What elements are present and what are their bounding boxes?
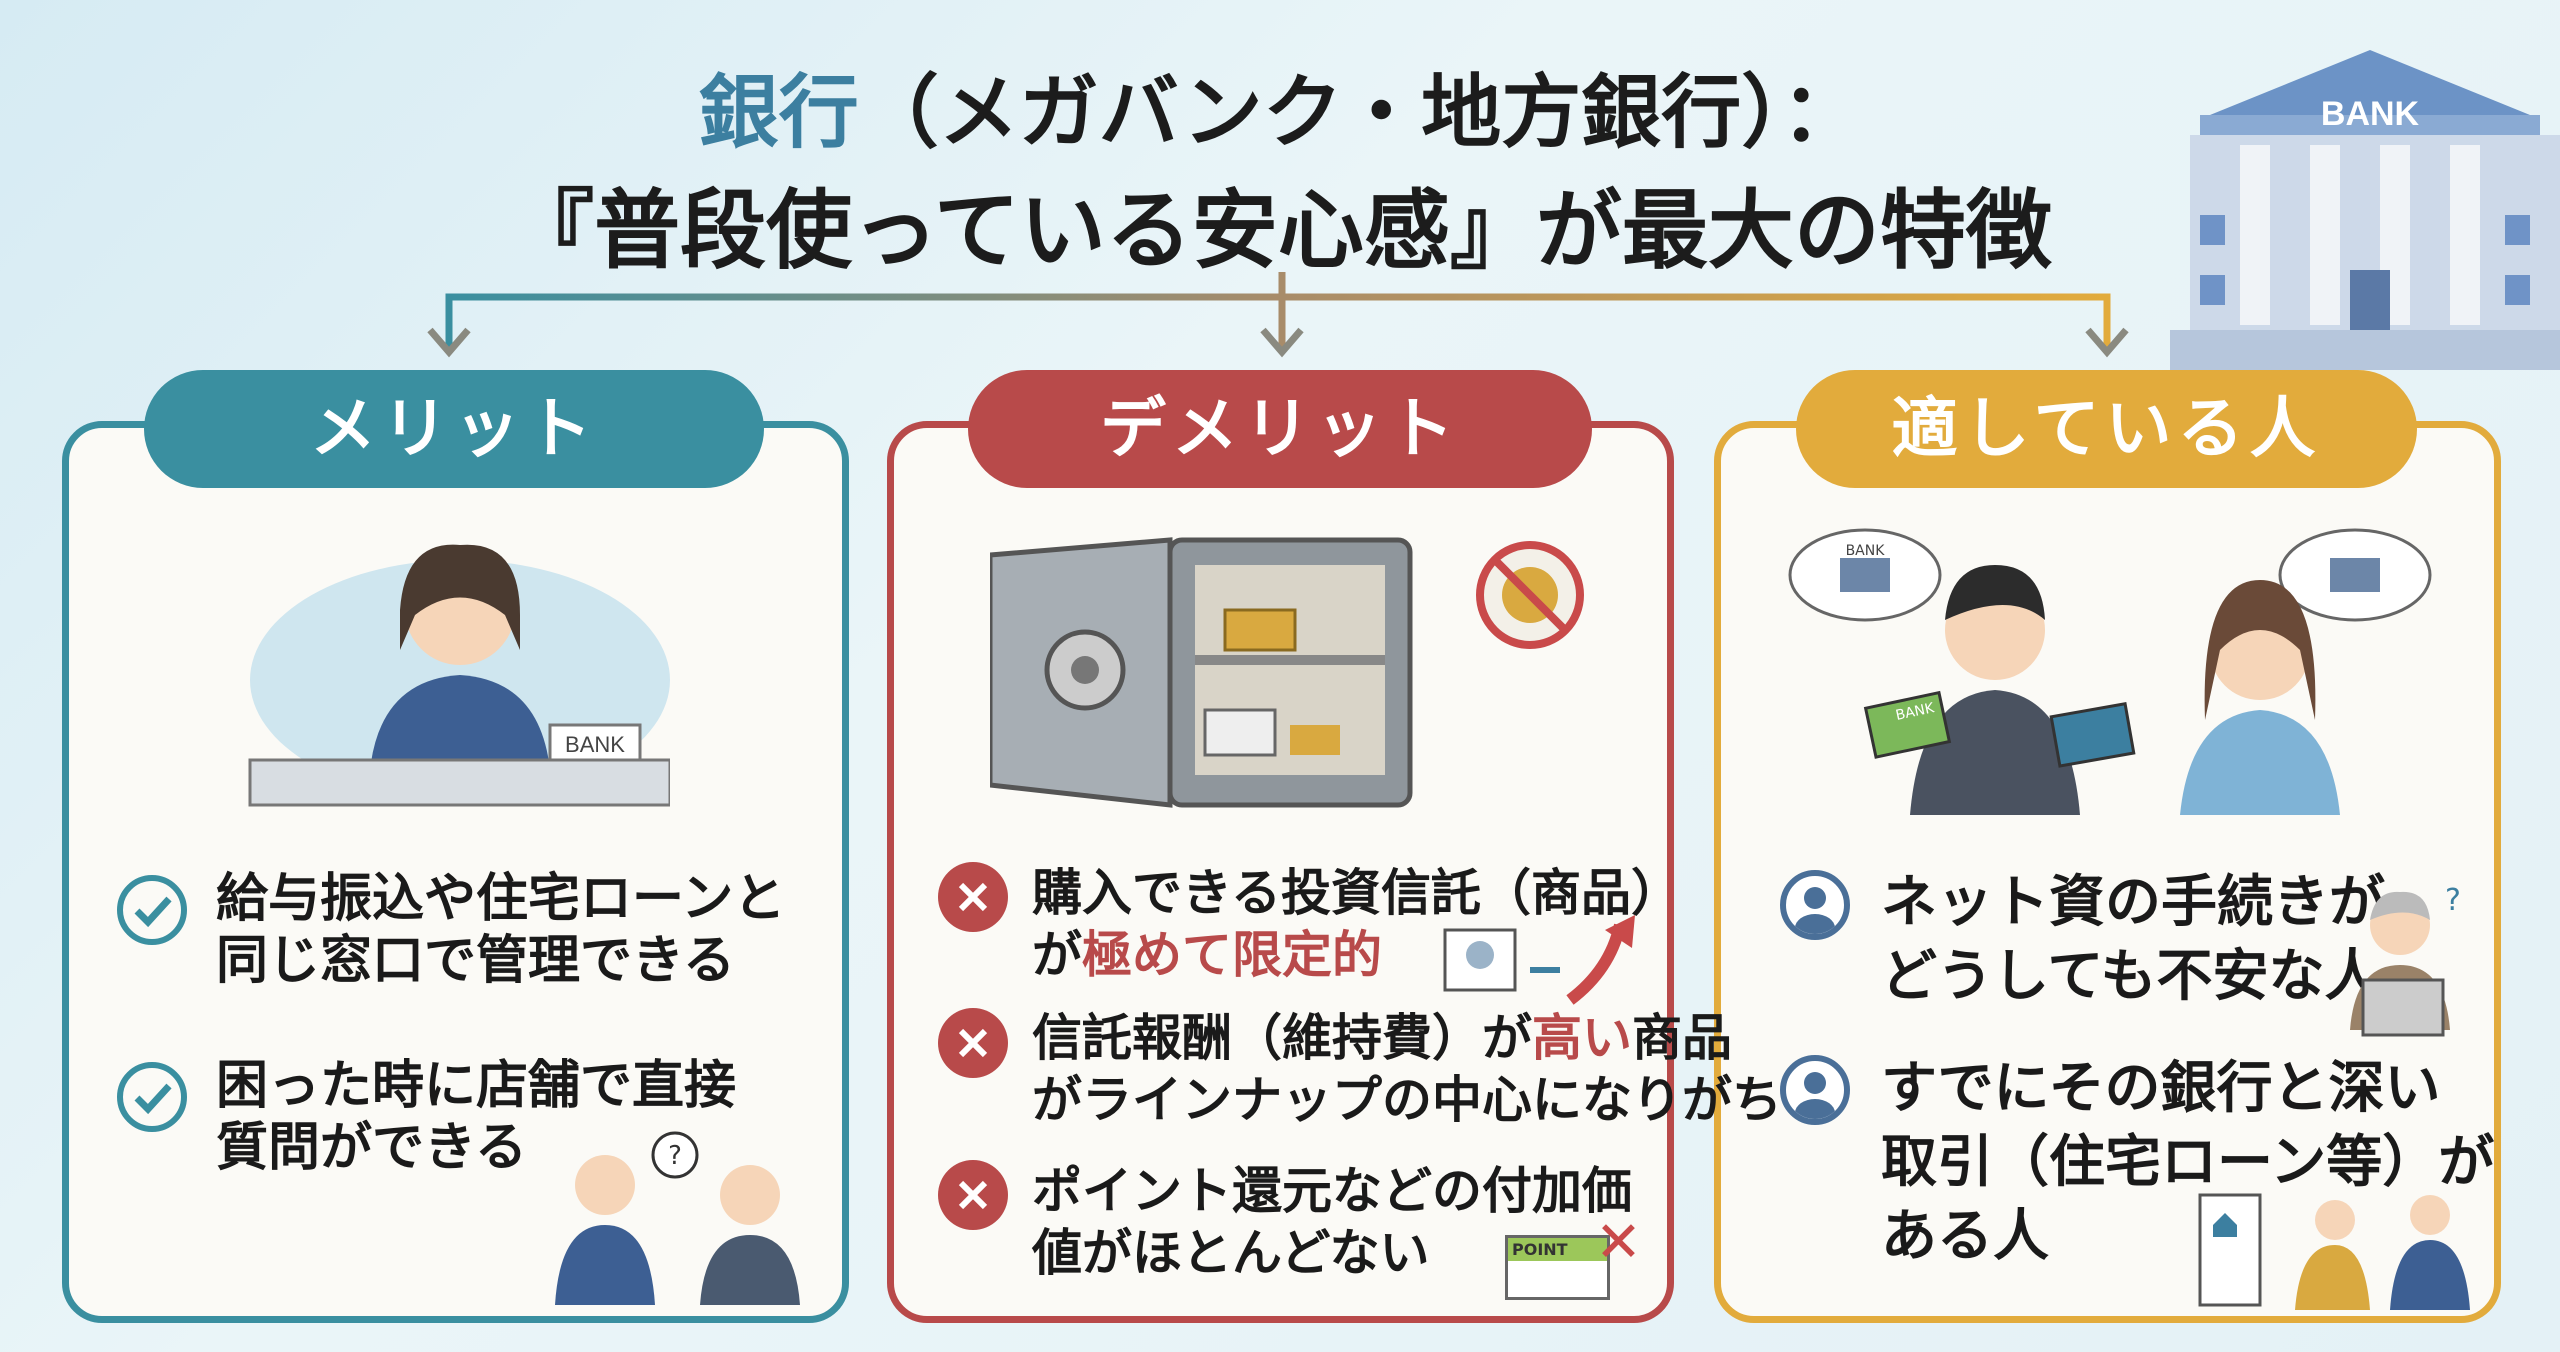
text: 信託報酬（維持費）が — [1032, 1009, 1532, 1067]
cross-mark-icon: ✕ — [1595, 1210, 1642, 1275]
suited-item-1: ネット資の手続きがどうしても不安な人 — [1881, 866, 2385, 1014]
demerit-item-2: 信託報酬（維持費）が高い商品がラインナップの中心になりがち — [1032, 1007, 1782, 1131]
bank-building-icon: BANK — [2170, 50, 2560, 370]
check-circle-icon — [117, 875, 187, 945]
title-line-1: 銀行（メガバンク・地方銀行）： — [0, 48, 2560, 164]
connector-arrows — [427, 272, 2129, 358]
line: すでにその銀行と深い — [1881, 1056, 2441, 1121]
elderly-man-laptop-illustration: ? — [2350, 883, 2460, 1037]
bank-sign-text: BANK — [2321, 95, 2420, 133]
customers-illustration: BANK BANK — [1788, 528, 2432, 815]
title-line-2: 『普段使っている安心感』が最大の特徴 — [508, 181, 2052, 281]
svg-text:?: ? — [668, 1141, 682, 1171]
emphasis: 高い — [1532, 1009, 1632, 1067]
mortgage-handshake-illustration — [2198, 1193, 2470, 1310]
line: ある人 — [1881, 1204, 2049, 1269]
thought-bank-text: BANK — [1846, 543, 1886, 559]
check-circle-icon — [117, 1062, 187, 1132]
open-safe-illustration — [990, 537, 1584, 808]
emphasis: 極めて限定的 — [1082, 926, 1382, 984]
x-circle-icon — [938, 1160, 1008, 1230]
line: ネット資の手続きが — [1881, 870, 2385, 935]
demerit-header: デメリット — [968, 370, 1592, 488]
suited-item-2: すでにその銀行と深い取引（住宅ローン等）がある人 — [1881, 1052, 2494, 1274]
point-card-icon: POINT — [1505, 1235, 1610, 1300]
fund-arrow-up-icon — [1443, 915, 1635, 1005]
line: 給与振込や住宅ローンと — [216, 869, 786, 929]
line: が極めて限定的 — [1032, 924, 1681, 986]
line: 信託報酬（維持費）が高い商品 — [1032, 1007, 1782, 1069]
x-circle-icon — [938, 862, 1008, 932]
line: ポイント還元などの付加価 — [1032, 1162, 1632, 1220]
line: 値がほとんどない — [1032, 1224, 1430, 1282]
line: 購入できる投資信託（商品） — [1032, 864, 1681, 922]
title-rest: （メガバンク・地方銀行）： — [858, 66, 1862, 159]
merit-item-1: 給与振込や住宅ローンと同じ窓口で管理できる — [216, 868, 785, 992]
counter-sign-text: BANK — [565, 732, 625, 757]
demerit-item-1: 購入できる投資信託（商品）が極めて限定的 — [1032, 862, 1681, 986]
line: 困った時に店舗で直接 — [216, 1056, 737, 1116]
line: どうしても不安な人 — [1881, 944, 2381, 1009]
user-circle-icon — [1780, 870, 1850, 940]
merit-header: メリット — [144, 370, 764, 488]
text: が — [1032, 926, 1082, 984]
merit-item-2: 困った時に店舗で直接質問ができる — [216, 1055, 736, 1179]
svg-text:?: ? — [2445, 883, 2460, 918]
bank-teller-illustration: BANK — [248, 544, 670, 807]
line: 同じ窓口で管理できる — [216, 931, 735, 991]
suited-header: 適している人 — [1796, 370, 2417, 488]
x-circle-icon — [938, 1008, 1008, 1078]
point-card-label: POINT — [1508, 1238, 1607, 1261]
consultation-illustration: ? — [555, 1131, 800, 1305]
line: がラインナップの中心になりがち — [1032, 1071, 1782, 1129]
user-circle-icon — [1780, 1055, 1850, 1125]
demerit-item-3: ポイント還元などの付加価値がほとんどない — [1032, 1160, 1632, 1284]
text: 商品 — [1632, 1009, 1732, 1067]
title-highlight: 銀行 — [698, 66, 859, 159]
line: 取引（住宅ローン等）が — [1881, 1130, 2495, 1195]
line: 質問ができる — [216, 1118, 527, 1178]
